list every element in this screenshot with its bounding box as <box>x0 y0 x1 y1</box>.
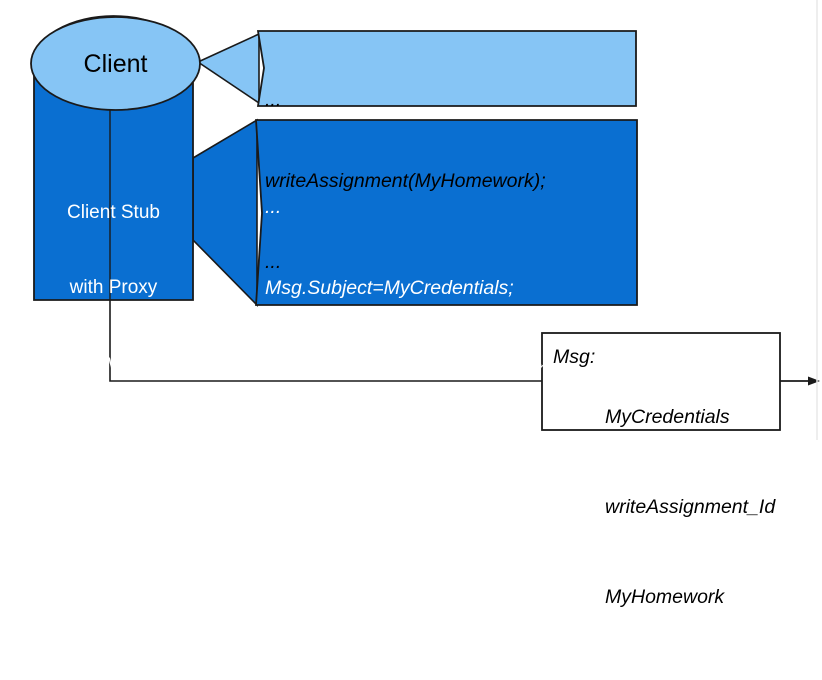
stub-code-line-5: send(Server, Msg); <box>265 520 430 542</box>
message-box-rect <box>541 332 781 431</box>
callout-box-application <box>256 30 637 107</box>
msg-value-2: writeAssignment_Id <box>605 496 776 518</box>
client-ellipse <box>30 16 201 111</box>
diagram-shapes <box>30 0 820 440</box>
callout-tail-stub <box>192 118 258 307</box>
callout-box-stub <box>255 119 638 306</box>
callout-tail-application <box>196 32 260 105</box>
stub-code-line-4: Msg.Params= MyHomework; <box>265 439 516 461</box>
stub-code-line-6: ... <box>265 601 282 623</box>
diagram-canvas: Client Client Stub with Proxy (here with… <box>30 0 820 608</box>
msg-value-3: MyHomework <box>605 586 725 608</box>
